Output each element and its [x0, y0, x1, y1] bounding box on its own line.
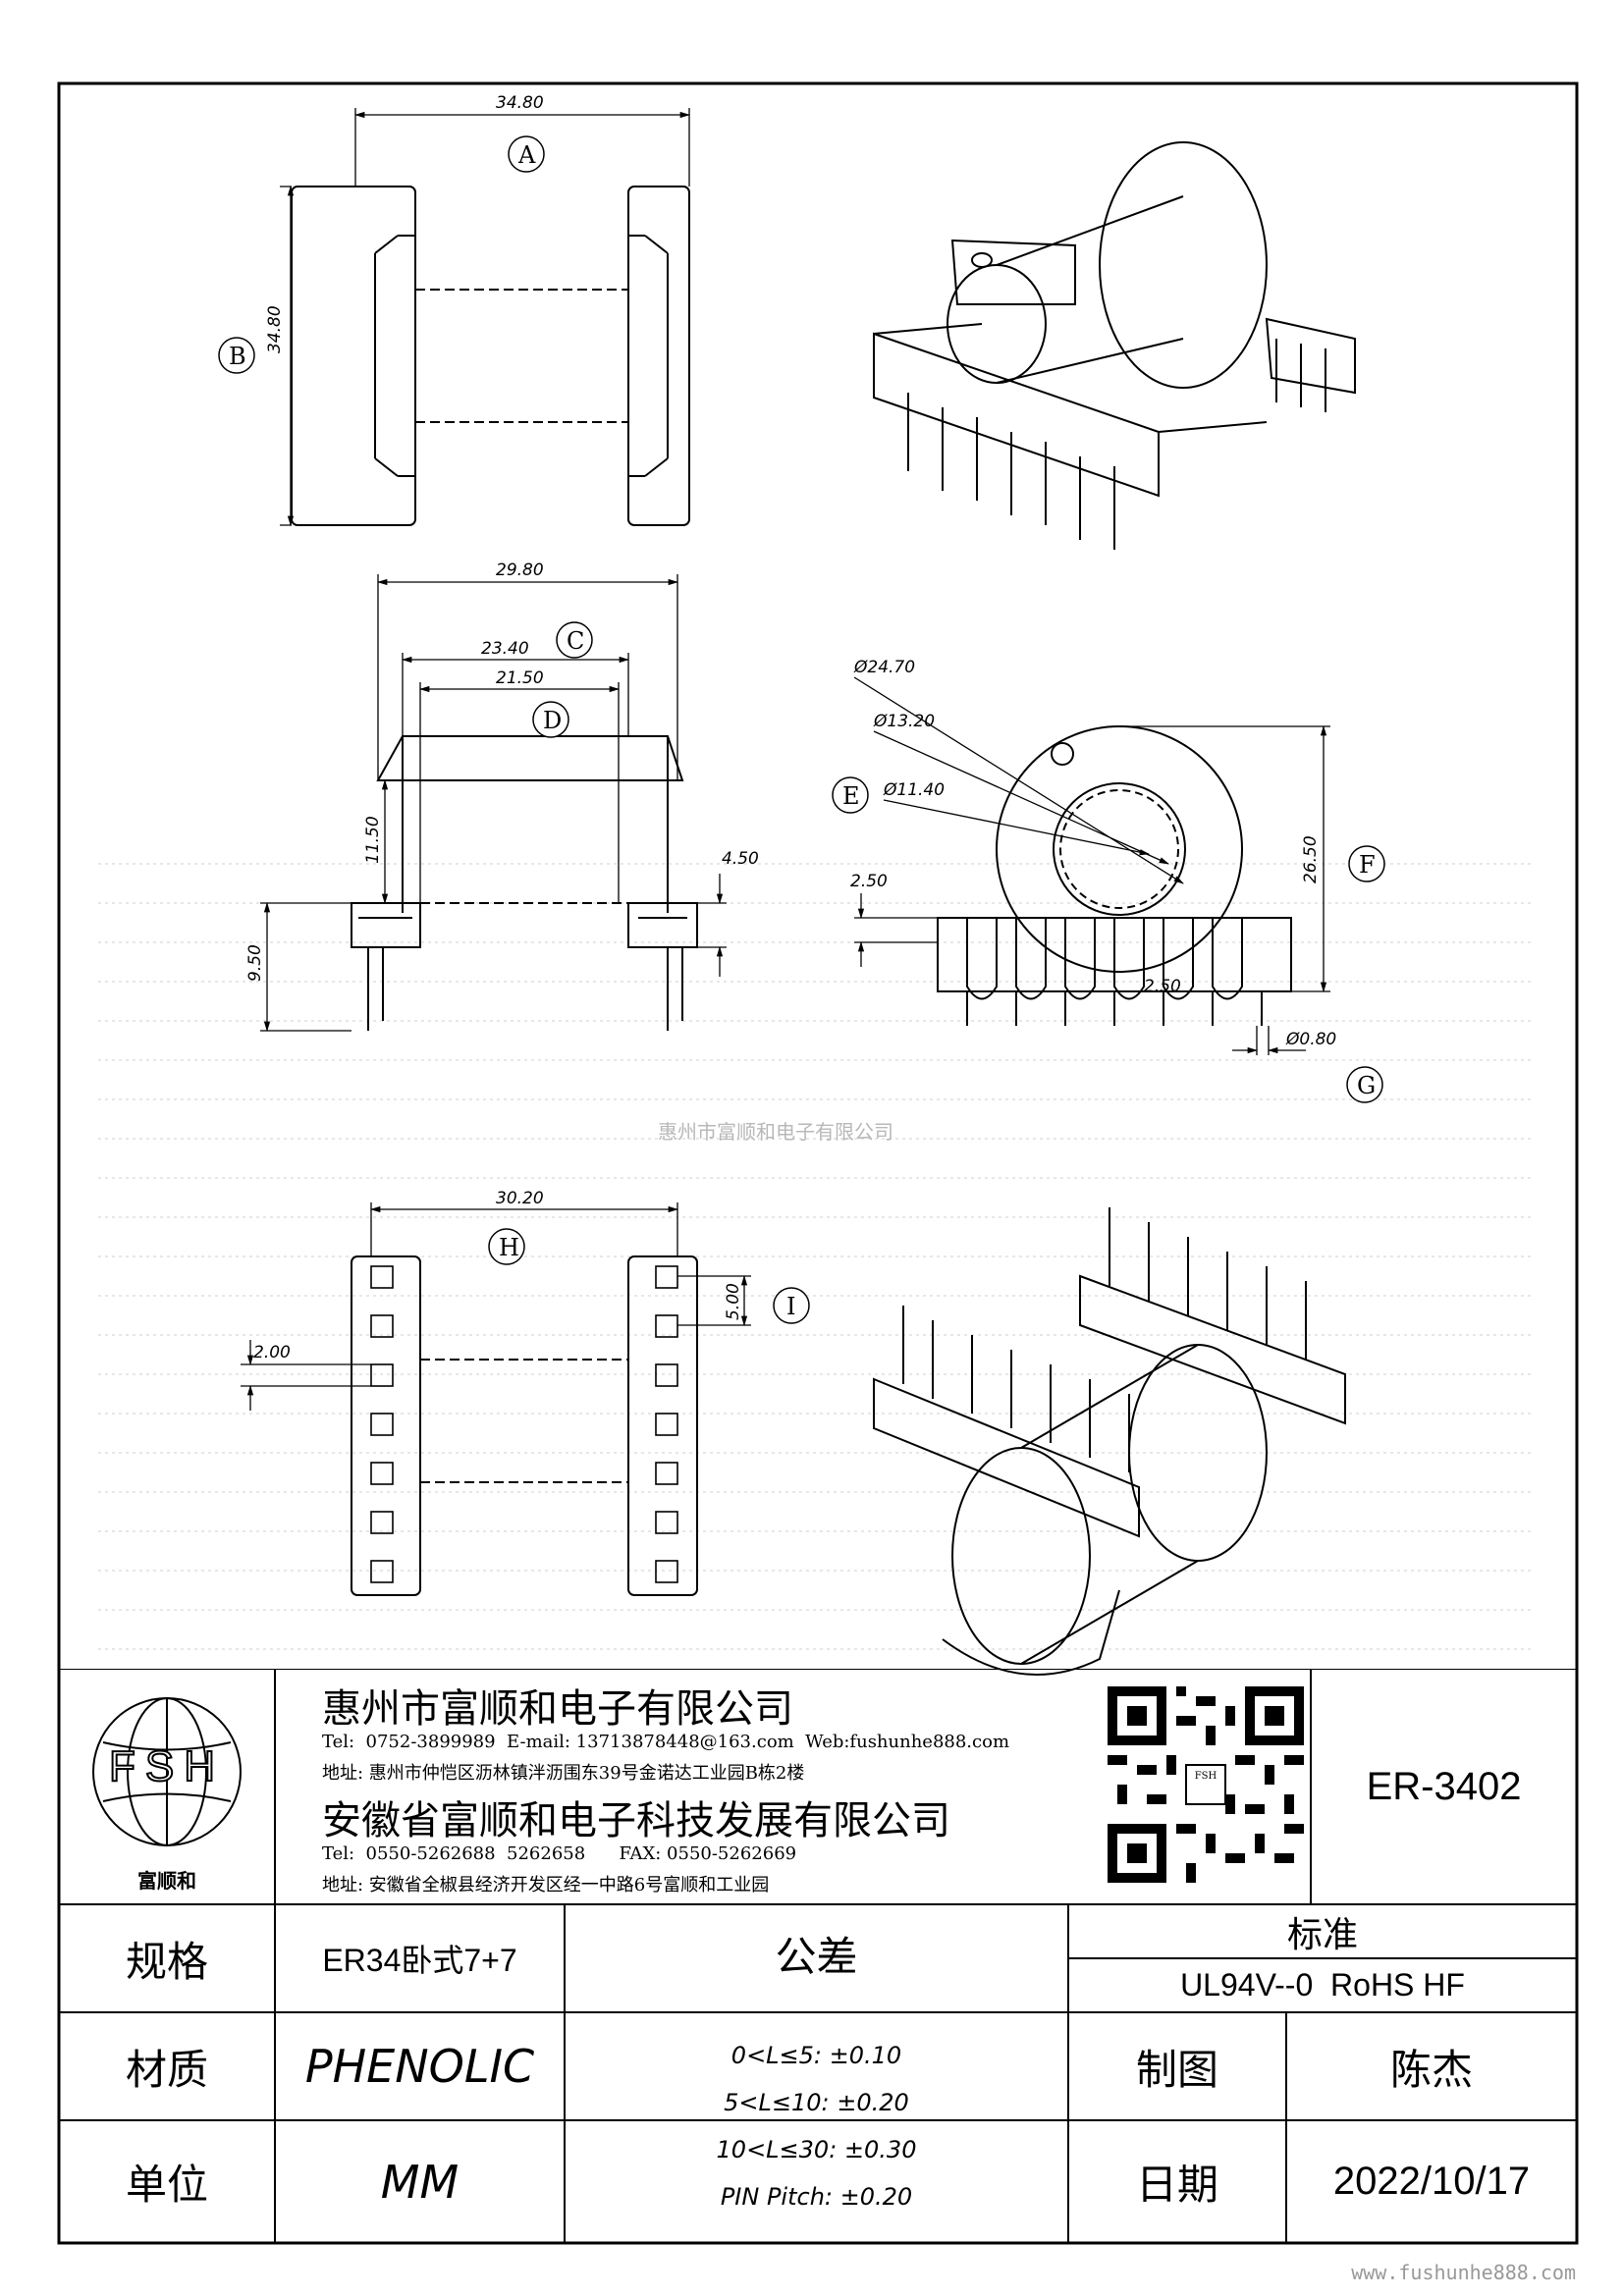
callout-f: F	[1348, 845, 1385, 882]
dim-tab-height: 4.50	[722, 849, 759, 869]
company2-name: 安徽省富顺和电子科技发展有限公司	[322, 1798, 950, 1843]
dim-d-outer: Ø24.70	[853, 658, 915, 677]
callout-e-label: E	[842, 782, 860, 810]
dim-flange-span: 23.40	[481, 639, 529, 659]
dim-a-width: 34.80	[496, 93, 544, 113]
iso-view-bottom	[873, 1207, 1346, 1676]
tolerance-label: 公差	[775, 1932, 858, 1981]
callout-b-label: B	[229, 343, 246, 370]
callout-g: G	[1346, 1066, 1383, 1103]
dim-row-span: 30.20	[496, 1189, 544, 1208]
standard-value: UL94V--0 RoHS HF	[1180, 1967, 1465, 2002]
dim-pin-step-height: 2.50	[850, 872, 888, 891]
dim-d-mid: Ø13.20	[873, 712, 935, 731]
bottom-view-dims	[241, 1202, 751, 1411]
callout-g-label: G	[1357, 1072, 1376, 1099]
tolerance-item: 10<L≤30: ±0.30	[716, 2136, 917, 2163]
callout-i: I	[773, 1287, 810, 1324]
standard-label: 标准	[1286, 1914, 1358, 1955]
dim-pin-pitch-row: 5.00	[724, 1283, 743, 1320]
tolerance-item: PIN Pitch: ±0.20	[720, 2183, 913, 2211]
dim-d-inner: Ø11.40	[883, 780, 945, 800]
callout-b: B	[218, 337, 255, 374]
dim-overall-width: 29.80	[496, 561, 544, 580]
callout-i-label: I	[786, 1293, 795, 1320]
tolerance-item: 0<L≤5: ±0.10	[730, 2042, 902, 2069]
company-logo: FSH 富顺和	[88, 1683, 245, 1895]
qr-code: FSH	[1108, 1686, 1304, 1883]
tolerance-list: 0<L≤5: ±0.10 5<L≤10: ±0.20 10<L≤30: ±0.3…	[565, 2032, 1068, 2220]
date-value: 2022/10/17	[1332, 2160, 1531, 2203]
callout-c-label: C	[567, 627, 584, 655]
callout-h: H	[488, 1228, 525, 1265]
dim-base-height: 9.50	[245, 944, 265, 982]
callout-a: A	[508, 135, 545, 173]
watermark: 惠州市富顺和电子有限公司	[658, 1120, 893, 1144]
front-view-dims	[260, 574, 727, 1033]
unit-label: 单位	[125, 2161, 208, 2209]
company2-address: 地址: 安徽省全椒县经济开发区经一中路6号富顺和工业园	[322, 1875, 770, 1896]
callout-d: D	[532, 701, 569, 738]
drawn-label: 制图	[1135, 2045, 1218, 2094]
company2-contact: Tel: 0550-5262688 5262658 FAX: 0550-5262…	[322, 1843, 797, 1864]
callout-a-label: A	[517, 141, 536, 169]
part-number: ER-3402	[1366, 1764, 1522, 1808]
dim-pitch: 2.50	[1144, 977, 1181, 996]
qr-caption: FSH	[1194, 1771, 1217, 1782]
material-value: PHENOLIC	[304, 2040, 535, 2093]
bottom-view-pins	[370, 1265, 678, 1583]
side-view-dims	[853, 676, 1330, 1055]
dim-b-height: 34.80	[265, 305, 285, 353]
company1-address: 地址: 惠州市仲恺区沥林镇泮沥围东39号金诺达工业园B栋2楼	[322, 1763, 805, 1784]
spec-value: ER34卧式7+7	[322, 1943, 517, 1978]
dim-total-height: 26.50	[1301, 835, 1321, 883]
callout-e: E	[832, 776, 869, 814]
top-view	[291, 186, 690, 526]
dim-tube-height: 11.50	[363, 816, 383, 864]
dim-pin-width: 2.00	[253, 1343, 291, 1362]
background-hatch	[98, 863, 1532, 1650]
date-label: 日期	[1135, 2161, 1218, 2209]
company1-contact: Tel: 0752-3899989 E-mail: 13713878448@16…	[322, 1732, 1010, 1752]
spec-label: 规格	[125, 1937, 208, 1986]
top-view-dims	[280, 108, 691, 527]
callout-d-label: D	[543, 707, 562, 734]
unit-value: MM	[380, 2155, 460, 2209]
front-view	[351, 735, 698, 1031]
callout-c: C	[556, 621, 593, 659]
side-view	[937, 725, 1292, 1026]
callout-h-label: H	[499, 1234, 519, 1261]
logo-text: FSH	[108, 1741, 225, 1791]
callout-f-label: F	[1359, 851, 1376, 879]
material-label: 材质	[125, 2045, 208, 2094]
tolerance-item: 5<L≤10: ±0.20	[724, 2089, 909, 2116]
logo-caption: 富顺和	[137, 1869, 196, 1893]
drawn-value: 陈杰	[1389, 2045, 1473, 2094]
footer-url: www.fushunhe888.com	[1351, 2261, 1576, 2284]
title-block: FSH 富顺和 惠州市富顺和电子有限公司 Tel: 0752-3899989 E…	[59, 1669, 1577, 2243]
drawing-frame	[57, 81, 1579, 2245]
company1-name: 惠州市富顺和电子有限公司	[322, 1686, 793, 1732]
iso-view-top	[873, 141, 1356, 550]
dim-pin-dia: Ø0.80	[1285, 1030, 1336, 1049]
dim-core-window: 21.50	[496, 668, 544, 688]
title-block-grid	[59, 1669, 1577, 2243]
bottom-view	[351, 1255, 698, 1596]
